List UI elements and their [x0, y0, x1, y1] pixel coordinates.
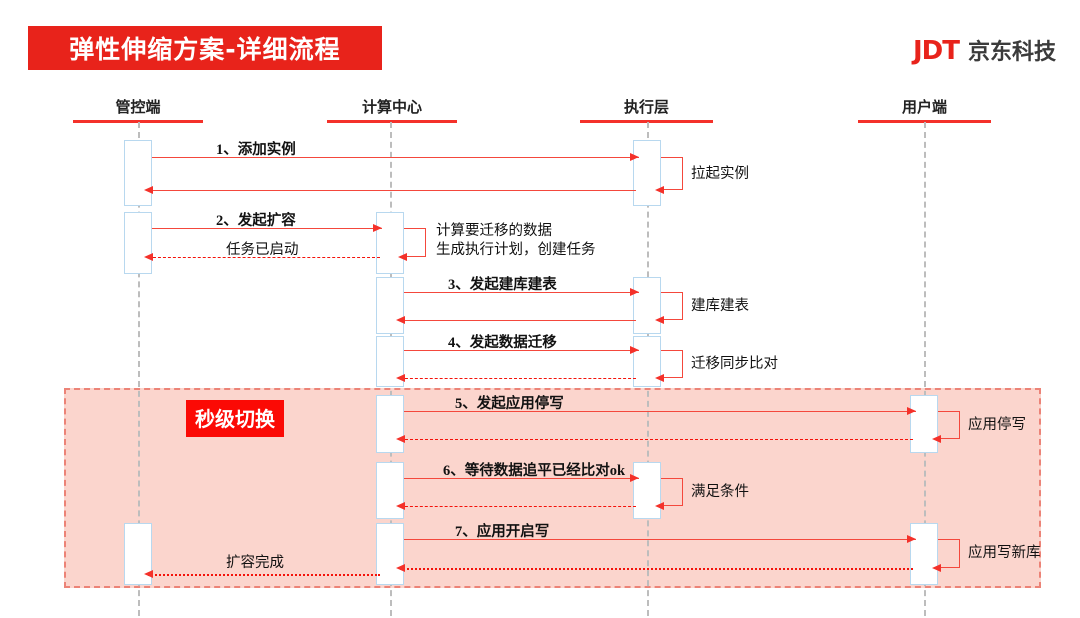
note-text: 计算要迁移的数据 生成执行计划，创建任务 [436, 223, 596, 258]
arrowhead-icon [398, 253, 407, 261]
arrowhead-icon [396, 502, 405, 510]
message-arrow [152, 228, 382, 229]
arrowhead-icon [907, 535, 916, 543]
message-arrow [404, 411, 916, 412]
activation-box [124, 212, 152, 274]
activation-box [633, 462, 661, 519]
page-title: 弹性伸缩方案-详细流程 [69, 35, 341, 64]
arrowhead-icon [630, 346, 639, 354]
message-label: 6、等待数据追平已经比对ok [443, 463, 626, 479]
activation-box [376, 523, 404, 585]
arrowhead-icon [144, 253, 153, 261]
message-arrow [404, 350, 639, 351]
activation-box [376, 395, 404, 453]
arrowhead-icon [907, 407, 916, 415]
highlight-label-text: 秒级切换 [195, 409, 275, 431]
arrowhead-icon [396, 564, 405, 572]
arrowhead-icon [630, 153, 639, 161]
message-label: 任务已启动 [226, 242, 299, 258]
arrowhead-icon [373, 224, 382, 232]
self-loop [938, 539, 960, 568]
self-loop [661, 157, 683, 190]
arrowhead-icon [144, 186, 153, 194]
highlight-region-label: 秒级切换 [186, 400, 284, 437]
arrowhead-icon [396, 316, 405, 324]
arrowhead-icon [396, 374, 405, 382]
arrowhead-icon [630, 474, 639, 482]
lifeline-name: 计算中心 [361, 100, 422, 116]
brand-name: 京东科技 [967, 40, 1056, 65]
note-text: 拉起实例 [691, 166, 749, 182]
message-label: 4、发起数据迁移 [448, 335, 557, 351]
self-loop [404, 228, 426, 257]
message-label: 7、应用开启写 [455, 524, 550, 540]
message-arrow [400, 378, 636, 379]
lifeline-underline [73, 120, 203, 123]
lifeline-axis-yonghuduan [924, 122, 926, 616]
arrowhead-icon [396, 435, 405, 443]
arrowhead-icon [144, 570, 153, 578]
lifeline-header-yonghuduan: 用户端 [858, 96, 991, 123]
note-text: 建库建表 [691, 298, 749, 314]
activation-box [376, 277, 404, 334]
note-text: 满足条件 [691, 484, 749, 500]
lifeline-name: 执行层 [623, 100, 669, 116]
note-text: 应用停写 [968, 417, 1026, 433]
lifeline-header-jisuanzhongxin: 计算中心 [327, 96, 457, 123]
brand-logo: JDT 京东科技 [913, 34, 1056, 66]
message-arrow [148, 257, 380, 258]
activation-box [910, 395, 938, 453]
message-arrow [404, 478, 639, 479]
lifeline-header-zhixingceng: 执行层 [580, 96, 713, 123]
message-arrow [400, 439, 913, 440]
note-text: 应用写新库 [968, 545, 1041, 561]
message-arrow [148, 574, 380, 576]
self-loop [661, 350, 683, 378]
arrowhead-icon [655, 186, 664, 194]
activation-box [910, 523, 938, 585]
arrowhead-icon [932, 435, 941, 443]
message-arrow [404, 292, 639, 293]
message-label: 1、添加实例 [216, 142, 296, 158]
lifeline-name: 用户端 [901, 100, 947, 116]
message-arrow [400, 320, 636, 321]
message-label: 扩容完成 [226, 555, 284, 571]
self-loop [661, 478, 683, 506]
lifeline-underline [580, 120, 713, 123]
self-loop [938, 411, 960, 439]
note-text: 迁移同步比对 [691, 356, 778, 372]
message-label: 3、发起建库建表 [448, 277, 557, 293]
lifeline-underline [858, 120, 991, 123]
activation-box [633, 277, 661, 334]
message-arrow [400, 506, 636, 507]
page-title-banner: 弹性伸缩方案-详细流程 [28, 26, 382, 70]
arrowhead-icon [932, 564, 941, 572]
lifeline-underline [327, 120, 457, 123]
message-arrow [404, 539, 916, 540]
arrowhead-icon [630, 288, 639, 296]
arrowhead-icon [655, 316, 664, 324]
activation-box [376, 462, 404, 519]
activation-box [633, 140, 661, 206]
message-label: 5、发起应用停写 [455, 396, 564, 412]
lifeline-name: 管控端 [115, 100, 161, 116]
activation-box [376, 336, 404, 387]
self-loop [661, 292, 683, 320]
message-label: 2、发起扩容 [216, 213, 296, 229]
arrowhead-icon [655, 502, 664, 510]
message-arrow [152, 157, 639, 158]
lifeline-axis-guankongduan [138, 122, 140, 616]
lifeline-header-guankongduan: 管控端 [73, 96, 203, 123]
message-arrow [148, 190, 636, 191]
message-arrow [400, 568, 913, 570]
arrowhead-icon [655, 374, 664, 382]
jdt-logo-mark: JDT [912, 36, 960, 66]
activation-box [124, 140, 152, 206]
activation-box [376, 212, 404, 274]
